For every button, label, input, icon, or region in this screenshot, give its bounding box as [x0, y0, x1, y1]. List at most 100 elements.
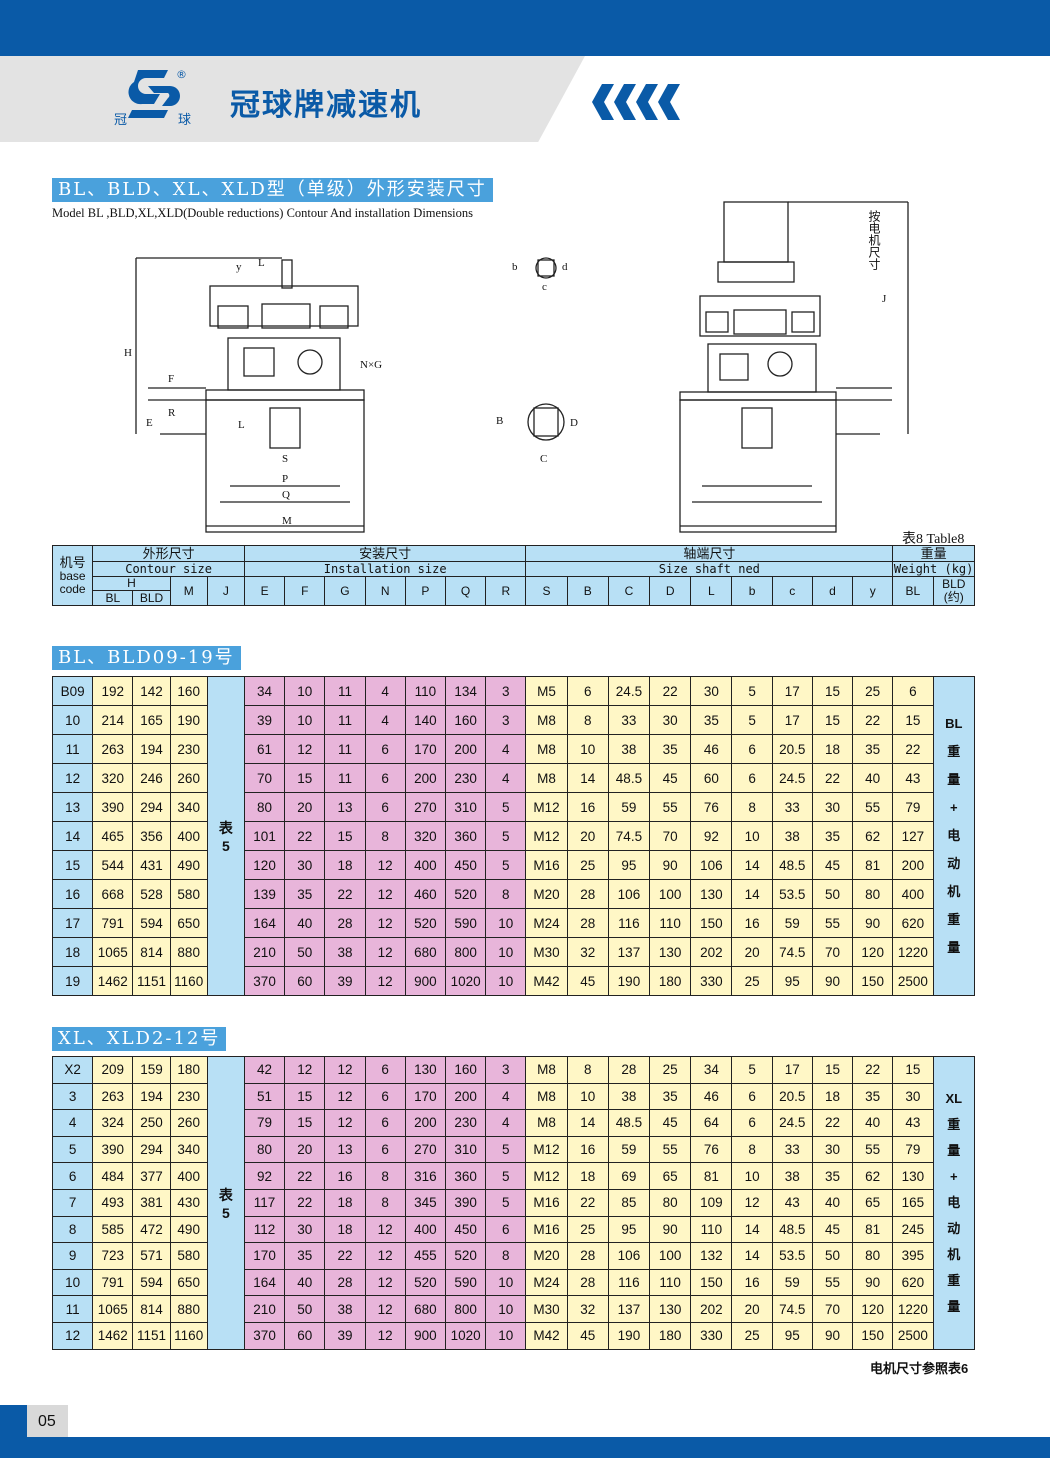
- bl-cell: 35: [284, 879, 326, 909]
- xl-cell: M16: [525, 1188, 568, 1217]
- bl-cell: 14: [51, 821, 94, 851]
- bl-cell: 1020: [444, 966, 487, 996]
- xl-cell: 880: [169, 1295, 208, 1323]
- xl-cell: 55: [852, 1135, 894, 1164]
- col-s: S: [525, 576, 568, 606]
- bl-side-char: 量: [947, 772, 961, 787]
- bl-cell: 4: [485, 734, 527, 764]
- bl-cell: 1065: [92, 937, 134, 967]
- xl-cell: 10: [485, 1321, 527, 1350]
- col-j: J: [206, 576, 245, 606]
- bl-cell: 59: [607, 792, 651, 822]
- col-q: Q: [444, 576, 487, 606]
- dim-label-l2: L: [258, 257, 265, 269]
- xl-cell: 12: [364, 1242, 406, 1270]
- xl-cell: 520: [404, 1268, 446, 1297]
- bl-cell: 20: [566, 821, 609, 851]
- xl-cell: 12: [284, 1056, 326, 1084]
- bl-cell: 10: [566, 734, 609, 764]
- bl-cell: 22: [892, 734, 934, 764]
- col-l: L: [690, 576, 733, 606]
- brand-logo-icon: 冠 球 ®: [114, 68, 191, 128]
- col-b-upper: B: [566, 576, 609, 606]
- bl-cell: 10: [284, 676, 326, 706]
- xl-cell: 12: [324, 1109, 366, 1137]
- bl-cell: 39: [243, 705, 286, 735]
- xl-cell: 390: [444, 1188, 487, 1217]
- xl-cell: M20: [525, 1242, 568, 1270]
- xl-cell: 13: [324, 1135, 366, 1164]
- section1-title: BL、BLD、XL、XLD型（单级）外形安装尺寸: [52, 178, 493, 202]
- col-d-upper: D: [649, 576, 692, 606]
- bl-cell: 38: [324, 937, 366, 967]
- dim-label-q: Q: [282, 489, 290, 501]
- xl-cell: 90: [811, 1321, 854, 1350]
- xl-cell: 25: [566, 1215, 609, 1244]
- bl-cell: 16: [566, 792, 609, 822]
- weight-en: Weight (kg): [892, 561, 975, 577]
- bl-cell: 95: [607, 850, 651, 880]
- bl-cell: 33: [771, 792, 813, 822]
- bl-cell: 880: [169, 937, 208, 967]
- bl-cell: 800: [444, 937, 487, 967]
- col-b-lower: b: [731, 576, 773, 606]
- xl-cell: 330: [690, 1321, 733, 1350]
- xl-cell: 116: [607, 1268, 651, 1297]
- bl-cell: 33: [607, 705, 651, 735]
- bl-cell: 5: [485, 792, 527, 822]
- xl-cell: 35: [852, 1082, 894, 1111]
- bl-cell: 55: [852, 792, 894, 822]
- xl-cell: 360: [444, 1162, 487, 1190]
- bl-cell: 192: [92, 676, 134, 706]
- xl-cell: 59: [771, 1268, 813, 1297]
- bl-cell: 25: [731, 966, 773, 996]
- dim-label-m: M: [282, 515, 292, 527]
- bl-cell: 520: [404, 908, 446, 938]
- bl-cell: 59: [771, 908, 813, 938]
- xl-cell: 42: [243, 1056, 286, 1084]
- contour-size-en: Contour size: [92, 561, 245, 577]
- xl-cell: 18: [566, 1162, 609, 1190]
- bl-cell: 13: [51, 792, 94, 822]
- xl-cell: 100: [649, 1242, 692, 1270]
- bl-cell: 43: [892, 763, 934, 793]
- dim-label-p: P: [282, 473, 288, 485]
- bl-cell: 10: [485, 966, 527, 996]
- bl-cell: 53.5: [771, 879, 813, 909]
- bl-cell: 38: [607, 734, 651, 764]
- bl-cell: 24.5: [607, 676, 651, 706]
- bl-cell: 11: [324, 676, 366, 706]
- bl-side-char: +: [949, 800, 958, 815]
- xl-cell: 4: [51, 1109, 94, 1137]
- bl-cell: 12: [364, 937, 406, 967]
- bl-cell: 214: [92, 705, 134, 735]
- xl-cell: 40: [852, 1109, 894, 1137]
- dim-label-s: S: [282, 453, 288, 465]
- xl-cell: 34: [690, 1056, 733, 1084]
- xl-cell: 16: [731, 1268, 773, 1297]
- xl-cell: 164: [243, 1268, 286, 1297]
- xl-cell: 430: [169, 1188, 208, 1217]
- bl-cell: 35: [811, 821, 854, 851]
- xl-cell: 120: [852, 1295, 894, 1323]
- xl-cell: 45: [649, 1109, 692, 1137]
- bl-cell: 74.5: [607, 821, 651, 851]
- xl-cell: 132: [690, 1242, 733, 1270]
- xl-cell: 18: [811, 1082, 854, 1111]
- bl-cell: 1462: [92, 966, 134, 996]
- xl-cell: 14: [566, 1109, 609, 1137]
- weight-bl-header: BL: [892, 576, 934, 606]
- xl-cell: M12: [525, 1162, 568, 1190]
- xl-cell: 594: [132, 1268, 171, 1297]
- xl-cell: 130: [892, 1162, 934, 1190]
- bl-cell: 28: [566, 908, 609, 938]
- bl-cell: 81: [852, 850, 894, 880]
